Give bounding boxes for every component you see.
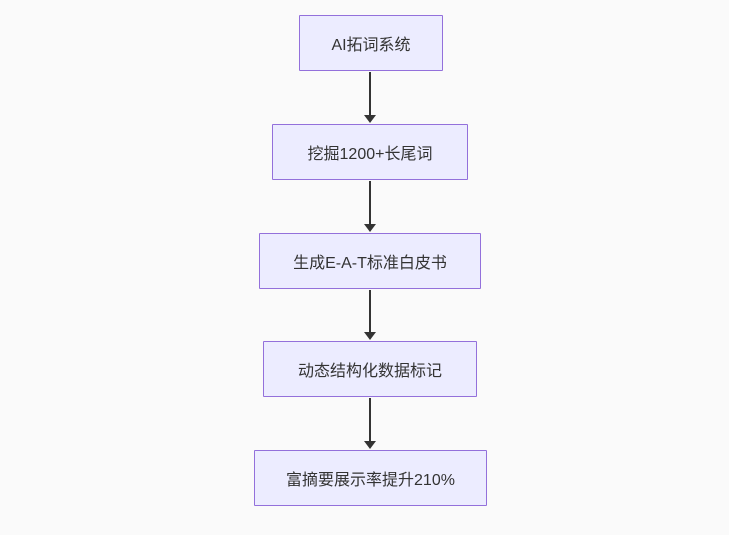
flow-arrow-c-to-d <box>364 290 376 340</box>
arrowhead-down-icon <box>364 224 376 232</box>
flow-node-label: 生成E-A-T标准白皮书 <box>293 255 447 272</box>
flow-arrow-b-to-c <box>364 181 376 232</box>
arrowhead-down-icon <box>364 115 376 123</box>
arrowhead-down-icon <box>364 441 376 449</box>
flow-node-structured-data-markup: 动态结构化数据标记 <box>263 341 477 397</box>
flow-node-label: 挖掘1200+长尾词 <box>307 146 433 163</box>
flow-arrow-a-to-b <box>364 72 376 123</box>
flow-node-label: 富摘要展示率提升210% <box>286 472 455 489</box>
flow-arrow-d-to-e <box>364 398 376 449</box>
flow-node-ai-keyword-system: AI拓词系统 <box>299 15 443 71</box>
flow-node-longtail-mining: 挖掘1200+长尾词 <box>272 124 468 180</box>
flow-node-label: 动态结构化数据标记 <box>297 363 442 380</box>
flow-node-eat-whitepaper: 生成E-A-T标准白皮书 <box>259 233 481 289</box>
arrowhead-down-icon <box>364 332 376 340</box>
flow-node-rich-snippet-result: 富摘要展示率提升210% <box>254 450 487 506</box>
flow-node-label: AI拓词系统 <box>331 37 411 54</box>
